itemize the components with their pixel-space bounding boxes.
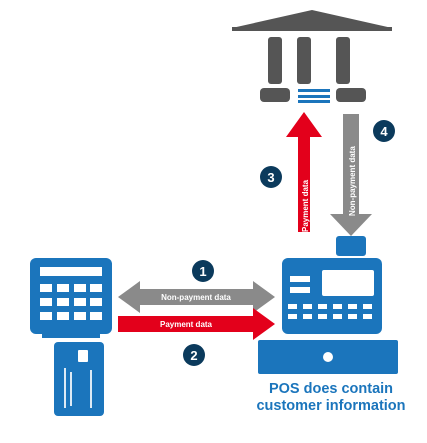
step-3-badge: 3 (260, 166, 282, 188)
payment-data-arrow-up: Payment data (286, 112, 322, 232)
svg-text:2: 2 (190, 348, 197, 363)
caption-line-1: POS does contain (268, 381, 394, 397)
caption-line-2: customer information (256, 398, 406, 414)
non-payment-data-label: Non-payment data (161, 293, 231, 302)
payment-card-icon (54, 342, 104, 416)
non-payment-data-arrow-down: Non-payment data (330, 114, 372, 236)
non-payment-data-label-vertical: Non-payment data (348, 146, 357, 216)
step-4-badge: 4 (373, 120, 395, 142)
payment-data-label: Payment data (160, 320, 213, 329)
svg-text:4: 4 (380, 124, 388, 139)
svg-text:1: 1 (199, 264, 206, 279)
pos-terminal-icon (258, 236, 398, 374)
bank-icon (232, 10, 392, 103)
payment-data-label-vertical: Payment data (301, 179, 310, 232)
step-2-badge: 2 (183, 344, 205, 366)
svg-text:3: 3 (267, 170, 274, 185)
non-payment-data-double-arrow: Non-payment data (118, 281, 275, 313)
pos-caption: POS does contain customer information (236, 381, 426, 415)
card-terminal-icon (30, 258, 112, 338)
step-1-badge: 1 (192, 260, 214, 282)
payment-data-arrow-right: Payment data (118, 308, 275, 340)
